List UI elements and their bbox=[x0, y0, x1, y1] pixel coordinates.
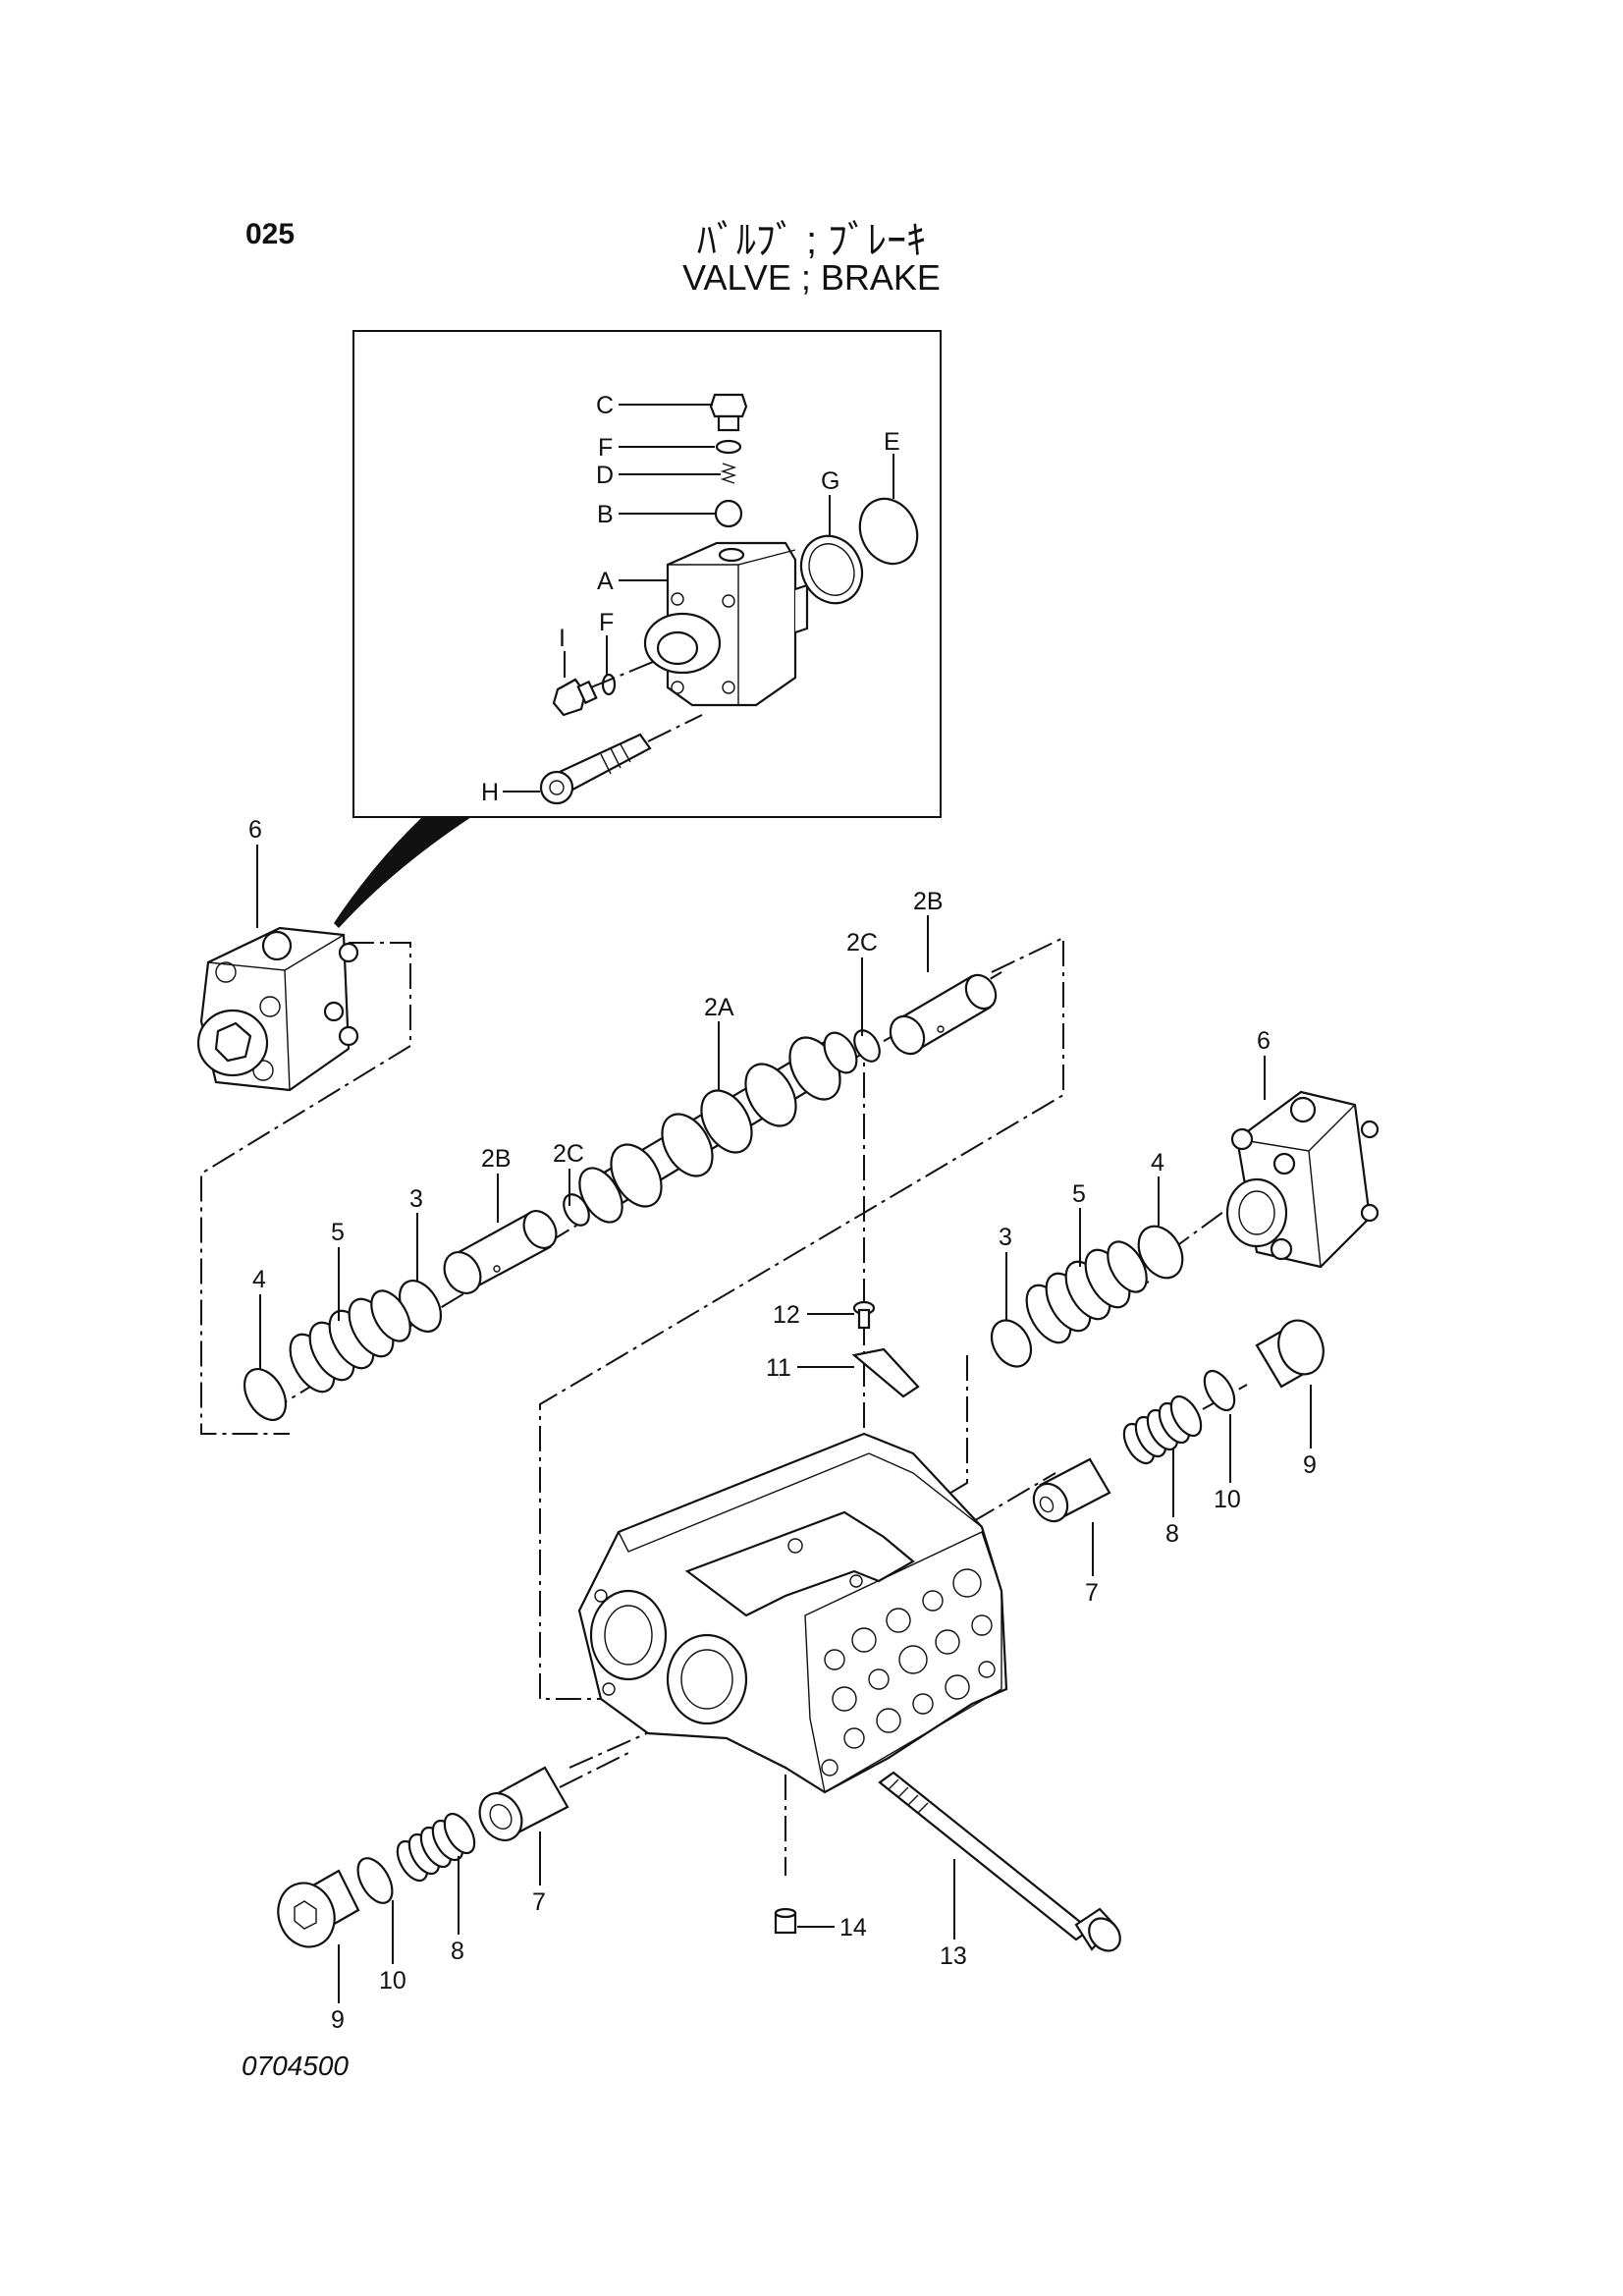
spool-2a bbox=[578, 1031, 858, 1224]
title-japanese: ﾊﾞﾙﾌﾞ ; ﾌﾞﾚｰｷ bbox=[696, 219, 927, 262]
plug-i bbox=[552, 678, 598, 717]
callout-f: F bbox=[598, 434, 613, 462]
callout-11: 11 bbox=[766, 1354, 791, 1382]
bolt-h bbox=[539, 733, 652, 805]
callout-d: D bbox=[596, 462, 614, 489]
plug-9-left bbox=[277, 1869, 360, 1948]
drawing-number: 0704500 bbox=[242, 2050, 350, 2081]
callout-2b-right: 2B bbox=[913, 888, 944, 915]
callout-10-right: 10 bbox=[1214, 1486, 1241, 1513]
callout-f-2: F bbox=[599, 609, 614, 636]
callout-12: 12 bbox=[773, 1301, 800, 1329]
callout-g: G bbox=[821, 467, 839, 495]
callout-3-left: 3 bbox=[409, 1185, 423, 1213]
body-ports bbox=[821, 1568, 996, 1777]
callout-7-right: 7 bbox=[1085, 1579, 1099, 1607]
callout-3-right: 3 bbox=[999, 1224, 1012, 1251]
callout-9-left: 9 bbox=[331, 2006, 345, 2034]
callout-13: 13 bbox=[940, 1942, 967, 1970]
callout-4-right: 4 bbox=[1151, 1149, 1164, 1176]
leader-lines bbox=[256, 845, 1312, 2003]
callout-b: B bbox=[597, 501, 614, 528]
callout-14: 14 bbox=[839, 1914, 867, 1941]
main-callouts: 6 2B 2C 2A 2C 2B 3 5 4 6 4 5 3 12 11 9 1… bbox=[248, 816, 1317, 2034]
callout-h: H bbox=[481, 779, 499, 806]
callout-2c-right: 2C bbox=[846, 929, 878, 957]
ball-b bbox=[714, 499, 743, 528]
valve-body bbox=[577, 1432, 1008, 1794]
screw-12 bbox=[852, 1300, 876, 1330]
washer-3-right bbox=[990, 1319, 1033, 1368]
callout-5-left: 5 bbox=[331, 1219, 345, 1246]
detail-callouts: C F D B G E A I F H bbox=[481, 392, 900, 806]
sleeve-2b-right bbox=[889, 973, 998, 1056]
spring-8-right bbox=[1122, 1394, 1203, 1465]
sleeve-2b-left bbox=[443, 1210, 558, 1294]
callout-4-left: 4 bbox=[252, 1266, 266, 1293]
plug-14 bbox=[774, 1907, 797, 1935]
title-english: VALVE ; BRAKE bbox=[682, 257, 941, 298]
callout-8-left: 8 bbox=[451, 1938, 464, 1965]
callout-5-right: 5 bbox=[1072, 1180, 1086, 1208]
end-cap-6-right bbox=[1225, 1090, 1380, 1269]
callout-2b-left: 2B bbox=[481, 1145, 512, 1173]
callout-2a: 2A bbox=[704, 994, 734, 1021]
callout-6-left: 6 bbox=[248, 816, 262, 844]
callout-i: I bbox=[559, 625, 566, 652]
sleeve-7-right bbox=[1032, 1457, 1111, 1523]
detail-inset bbox=[334, 330, 942, 928]
detail-frame bbox=[352, 330, 942, 818]
callout-8-right: 8 bbox=[1165, 1520, 1179, 1548]
callout-e: E bbox=[884, 428, 900, 456]
callout-7-left: 7 bbox=[532, 1888, 546, 1916]
page-number: 025 bbox=[245, 218, 296, 250]
callout-2c-left: 2C bbox=[553, 1140, 584, 1168]
oring-10-left bbox=[356, 1857, 394, 1904]
end-cap-6-left bbox=[196, 926, 359, 1092]
callout-9-right: 9 bbox=[1303, 1451, 1317, 1479]
plate-11 bbox=[851, 1347, 920, 1398]
spring-d bbox=[720, 463, 737, 484]
sleeve-7-left bbox=[478, 1766, 569, 1841]
ring-2c-right bbox=[853, 1029, 881, 1063]
washer-4-left bbox=[243, 1368, 288, 1421]
callout-6-right: 6 bbox=[1257, 1027, 1271, 1055]
oring-10-right bbox=[1203, 1369, 1236, 1412]
spool-axis-bracket bbox=[200, 942, 411, 1435]
bolt-c bbox=[709, 393, 748, 432]
oring-e bbox=[858, 497, 919, 566]
callout-10-left: 10 bbox=[379, 1967, 406, 1995]
spring-8-left bbox=[396, 1812, 476, 1883]
washer-f bbox=[715, 439, 742, 455]
spring-5-left bbox=[289, 1289, 411, 1394]
callout-c: C bbox=[596, 392, 614, 419]
callout-a: A bbox=[597, 568, 614, 595]
detail-pointer bbox=[334, 817, 471, 928]
bolt-13 bbox=[878, 1771, 1121, 1952]
block-a bbox=[643, 541, 809, 707]
seal-g bbox=[799, 534, 864, 605]
spring-5-right bbox=[1025, 1240, 1148, 1344]
plug-9-right bbox=[1255, 1319, 1325, 1389]
